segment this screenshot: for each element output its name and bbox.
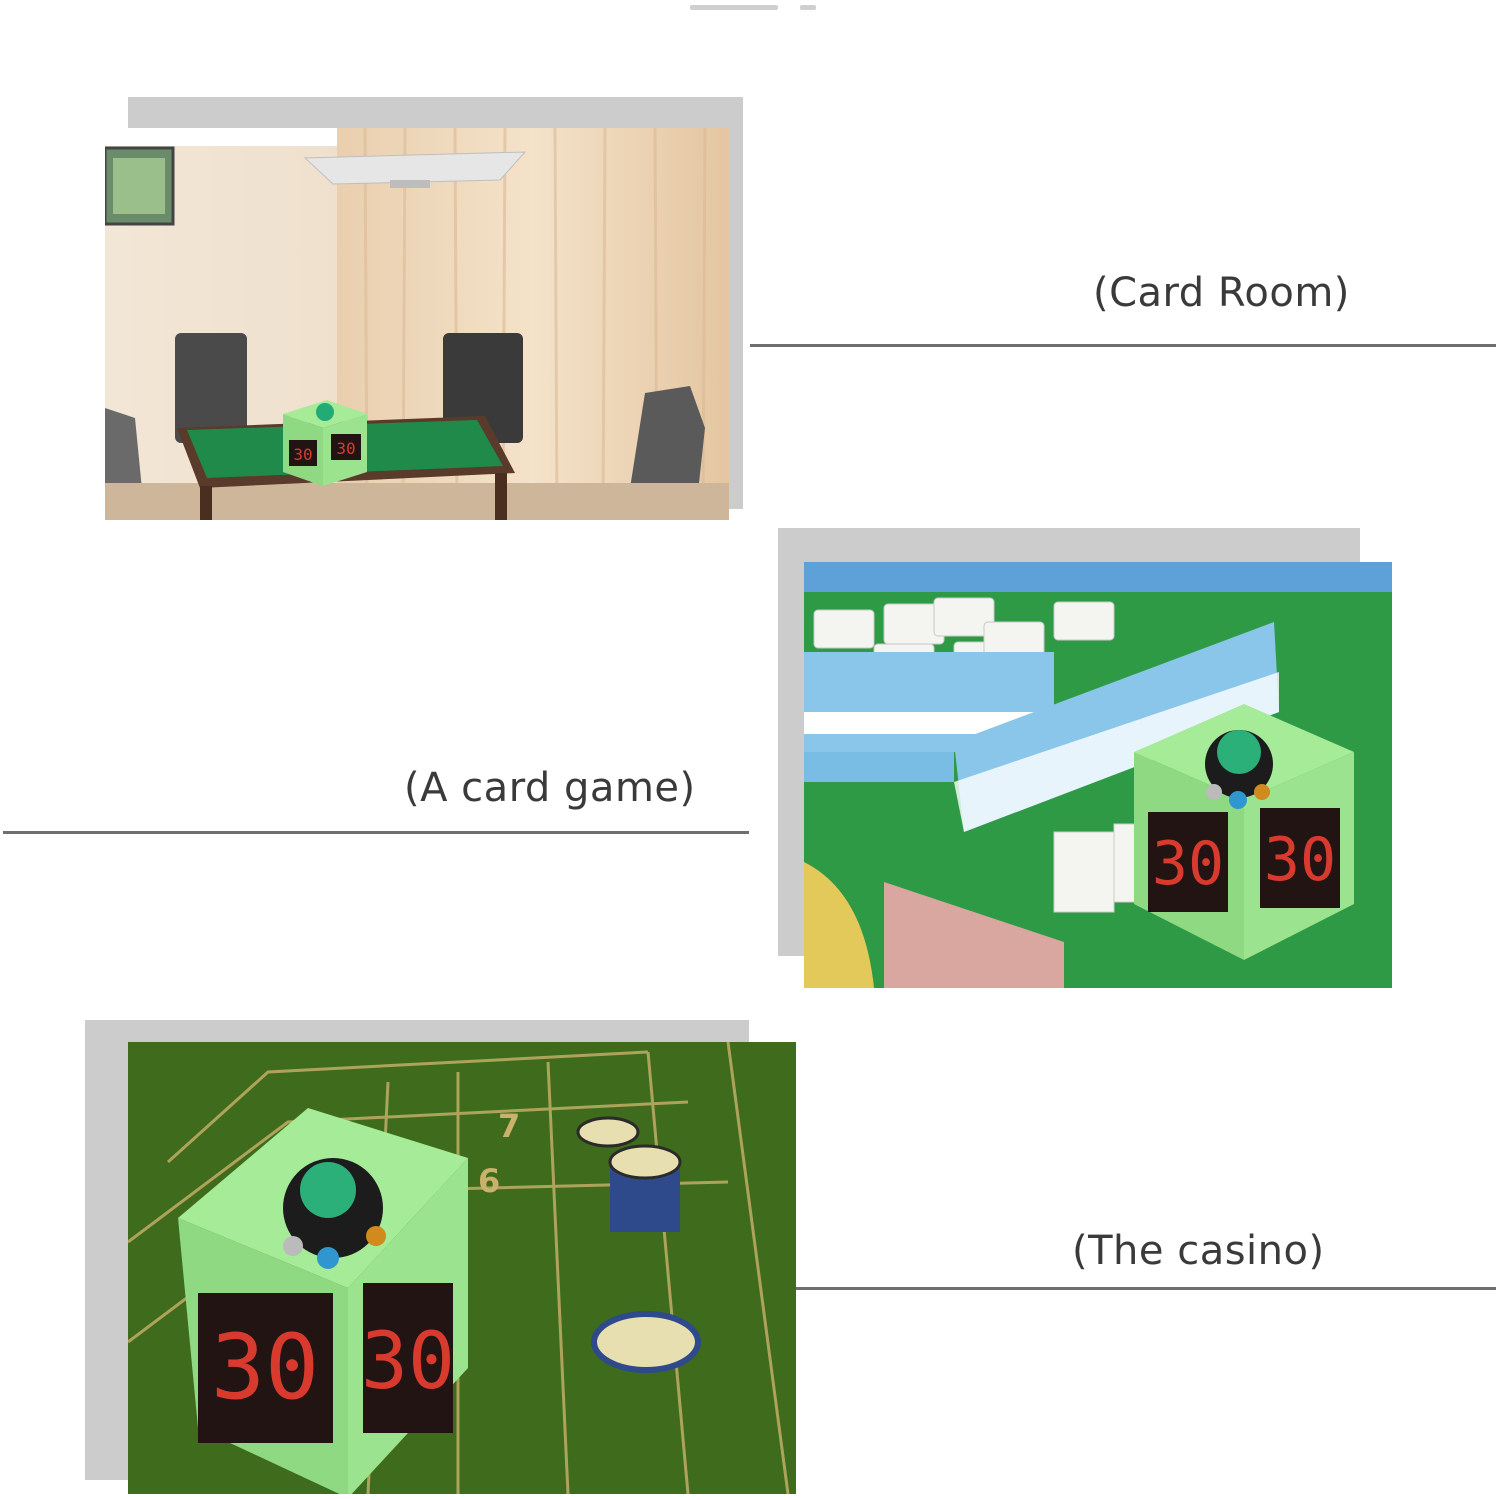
svg-text:6: 6 [478, 1162, 500, 1200]
svg-text:30: 30 [1152, 829, 1224, 899]
card-room-photo: 30 30 [105, 128, 729, 520]
caption-card-room: (Card Room) [1093, 270, 1350, 316]
rule-card-room [750, 344, 1496, 347]
svg-text:30: 30 [211, 1315, 319, 1420]
top-divider-short [800, 5, 816, 10]
rule-casino [796, 1287, 1496, 1290]
svg-text:30: 30 [336, 439, 355, 458]
svg-text:7: 7 [498, 1107, 520, 1145]
casino-photo: 7 6 30 30 [128, 1042, 796, 1494]
top-divider-long [690, 5, 778, 10]
svg-text:30: 30 [361, 1317, 455, 1407]
mahjong-photo: 30 30 [804, 562, 1392, 988]
rule-card-game [3, 831, 749, 834]
caption-card-game: (A card game) [404, 765, 696, 811]
caption-casino: (The casino) [1072, 1228, 1325, 1274]
svg-text:30: 30 [1264, 825, 1336, 895]
svg-text:30: 30 [293, 445, 312, 464]
